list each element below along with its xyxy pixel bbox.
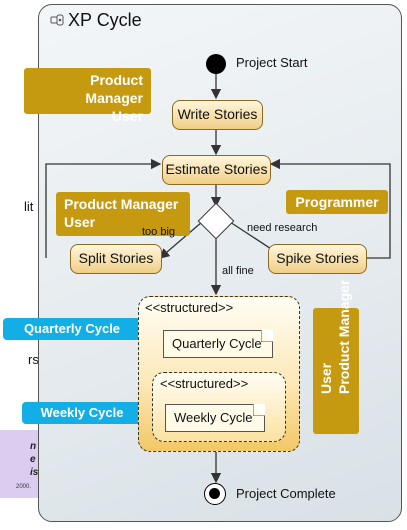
split-stories-action[interactable]: Split Stories (70, 244, 162, 274)
spike-stories-action[interactable]: Spike Stories (268, 244, 367, 274)
note-fold-icon (261, 330, 273, 342)
start-node (206, 54, 226, 74)
role-tag-programmer: Programmer (286, 190, 388, 214)
guard-all-fine: all fine (222, 265, 254, 277)
estimate-stories-action[interactable]: Estimate Stories (162, 155, 271, 185)
activity-diagram-icon (50, 14, 64, 26)
role-tag-user-pm-vertical: User Product Manager (313, 280, 359, 434)
role-label-user: User (64, 214, 96, 230)
role-tag-pm-user-mid: Product Manager User (56, 192, 190, 236)
weekly-cycle-tag: Weekly Cycle (22, 402, 142, 424)
role-label-user: User (318, 362, 334, 394)
diagram-title: XP Cycle (68, 10, 142, 30)
guard-need-research: need research (247, 222, 318, 234)
cut-text-split: lit (24, 199, 34, 214)
role-label-product-manager: Product Manager (336, 279, 352, 394)
note-fold-icon (253, 404, 265, 416)
cut-text-others: rs (28, 352, 39, 367)
structured-stereotype-inner: <<structured>> (160, 376, 249, 391)
weekly-note-label: Weekly Cycle (174, 410, 253, 425)
guard-too-big: too big (142, 226, 176, 238)
quarterly-cycle-tag: Quarterly Cycle (3, 318, 141, 340)
quarterly-note-label: Quarterly Cycle (172, 336, 262, 351)
quarterly-cycle-note: Quarterly Cycle (163, 330, 273, 358)
weekly-cycle-note: Weekly Cycle (165, 404, 265, 432)
structured-stereotype-outer: <<structured>> (145, 300, 234, 315)
start-label: Project Start (236, 55, 308, 70)
role-label-product-manager: Product Manager (64, 196, 179, 212)
end-node (204, 483, 226, 505)
role-label-product-manager: Product Manager (85, 72, 143, 106)
end-label: Project Complete (236, 486, 336, 501)
role-tag-pm-user-top: Product Manager User (24, 68, 151, 124)
write-stories-action[interactable]: Write Stories (172, 100, 263, 130)
role-label-user: User (111, 108, 143, 124)
